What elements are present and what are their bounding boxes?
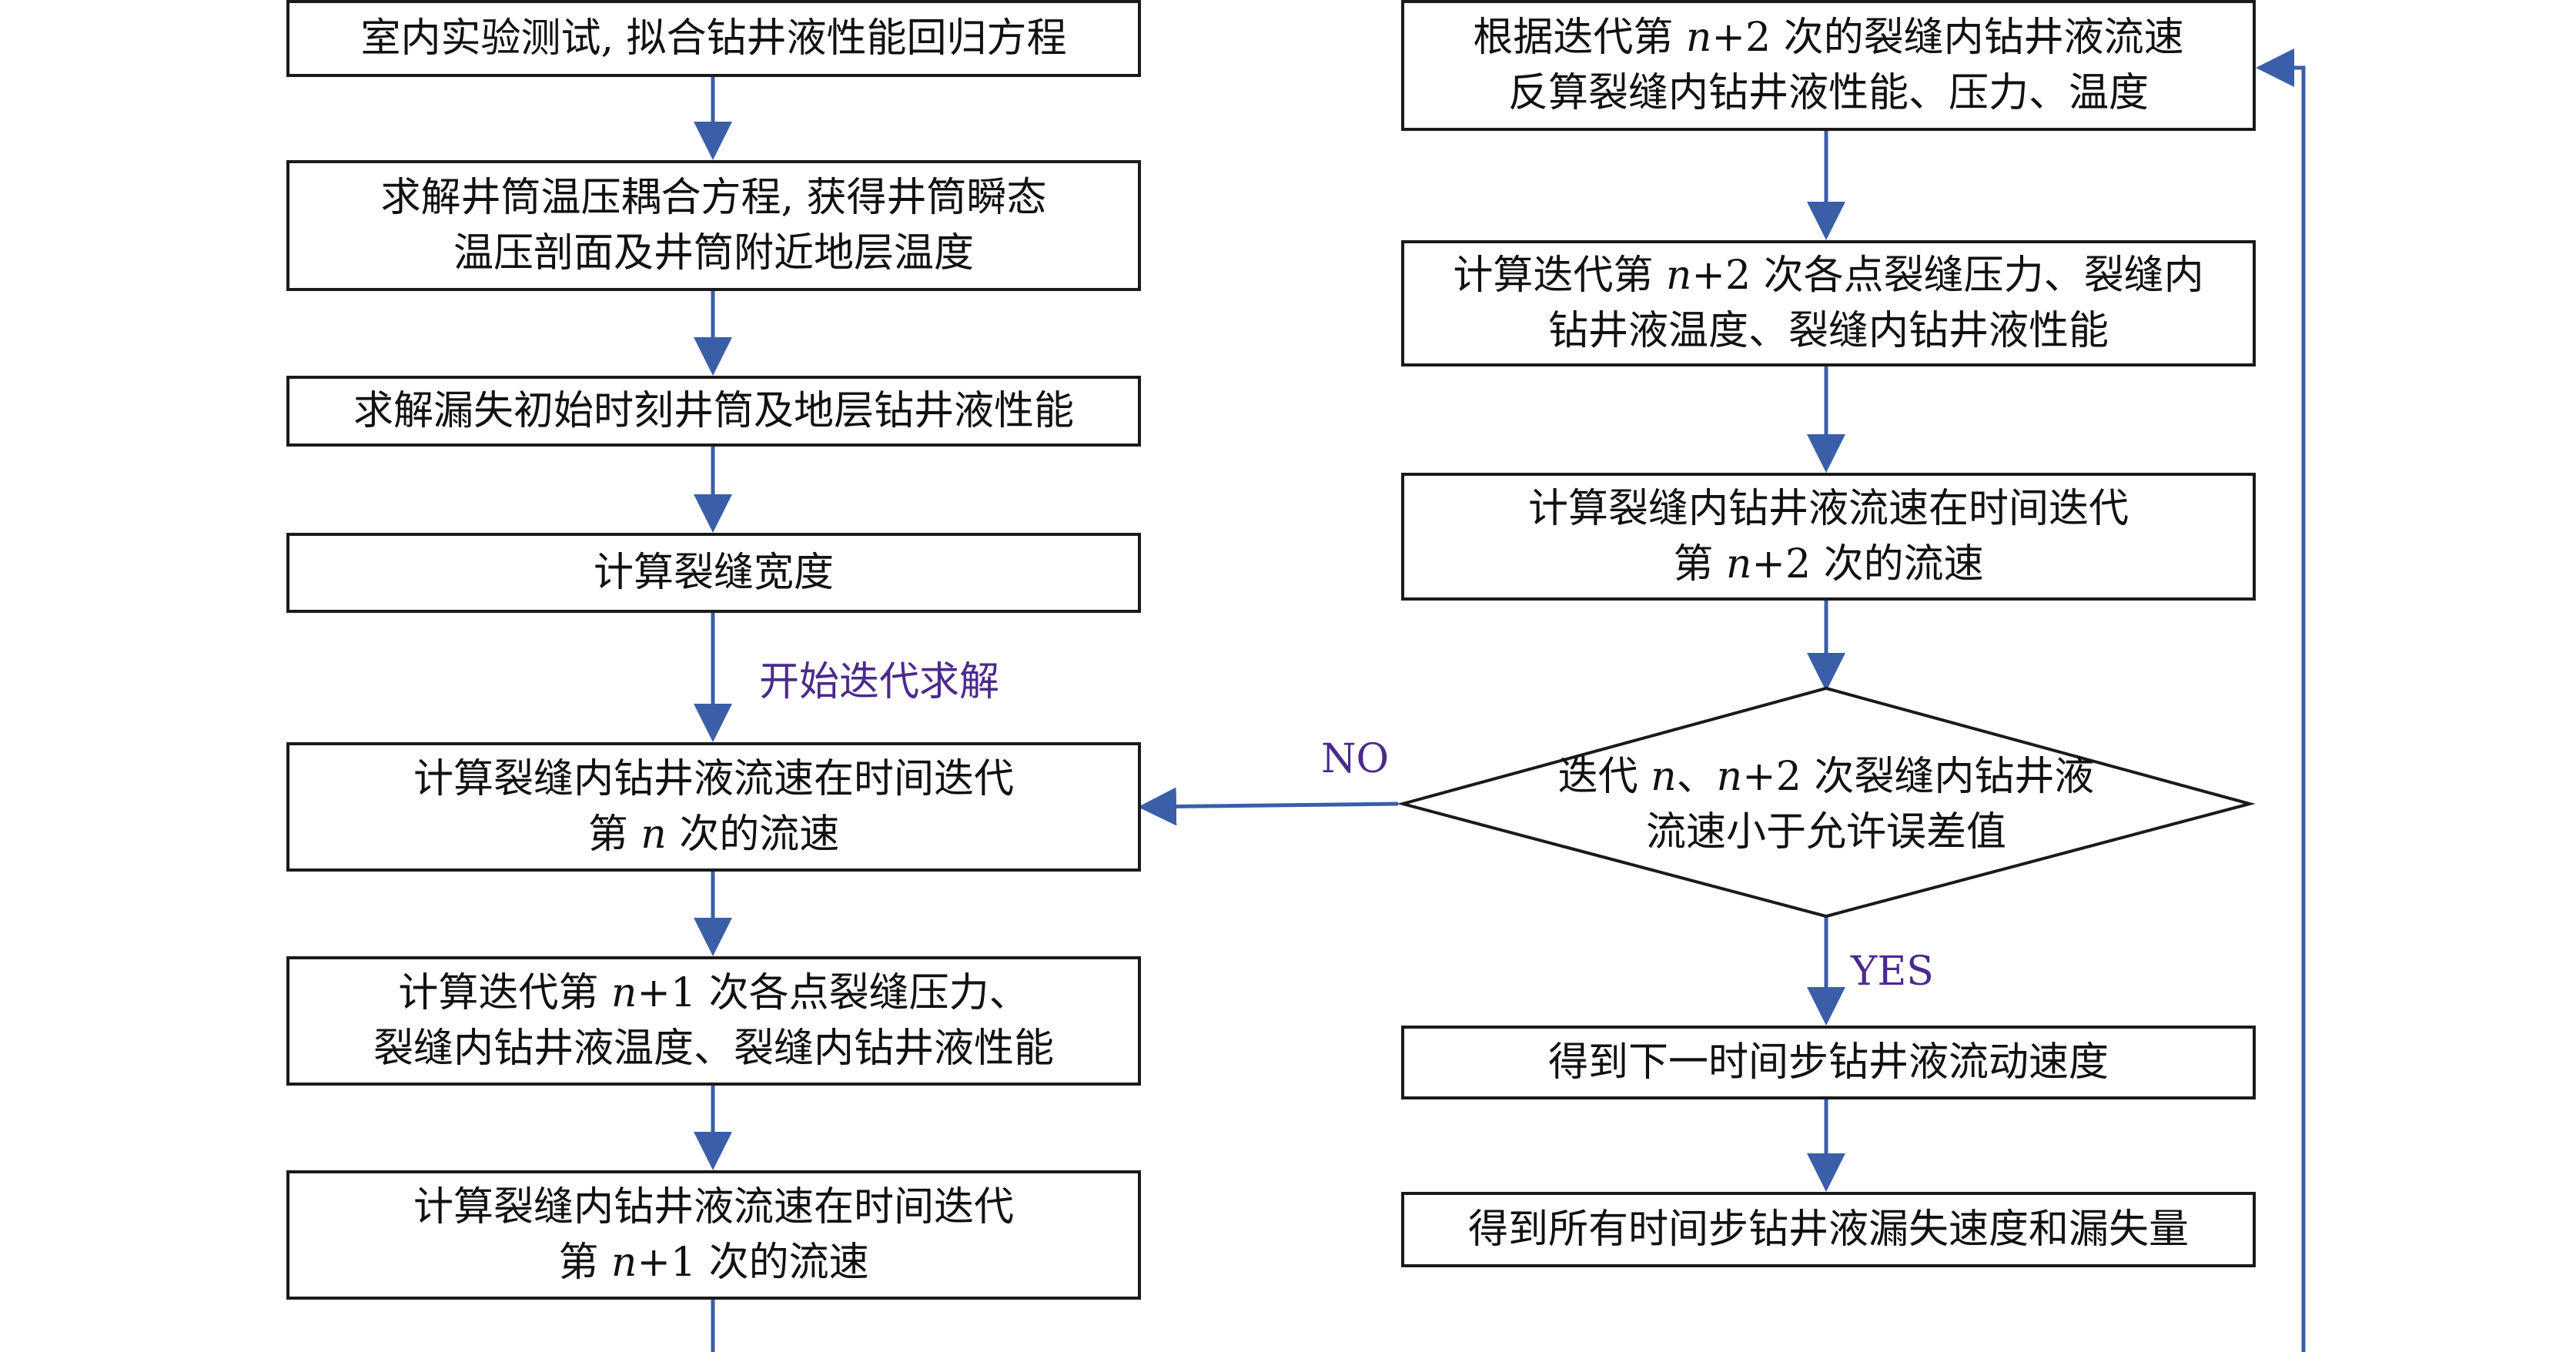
step-pressure-n1: 计算迭代第 n+1 次各点裂缝压力、 裂缝内钻井液温度、裂缝内钻井液性能 bbox=[286, 956, 1141, 1086]
step-initial-properties: 求解漏失初始时刻井筒及地层钻井液性能 bbox=[286, 376, 1141, 447]
step-wellbore-coupling-line1: 求解井筒温压耦合方程, 获得井筒瞬态 bbox=[380, 175, 1047, 221]
step-backcalc-n2: 根据迭代第 n+2 次的裂缝内钻井液流速 反算裂缝内钻井液性能、压力、温度 bbox=[1401, 0, 2256, 131]
decision-line1: 迭代 n、n+2 次裂缝内钻井液 bbox=[1557, 754, 2095, 800]
step-velocity-n2-line2: 第 n+2 次的流速 bbox=[1673, 541, 1984, 587]
arrow-decision-no bbox=[1138, 787, 1399, 826]
step-pressure-n2-line1: 计算迭代第 n+2 次各点裂缝压力、裂缝内 bbox=[1453, 253, 2204, 299]
iterate-start-label: 开始迭代求解 bbox=[759, 659, 1000, 705]
no-label: NO bbox=[1321, 736, 1390, 782]
step-next-timestep-text: 得到下一时间步钻井液流动速度 bbox=[1547, 1039, 2109, 1086]
step-wellbore-coupling-line2: 温压剖面及井筒附近地层温度 bbox=[453, 230, 974, 276]
step-fracture-width: 计算裂缝宽度 bbox=[286, 533, 1141, 613]
step-initial-properties-text: 求解漏失初始时刻井筒及地层钻井液性能 bbox=[353, 388, 1074, 434]
step-velocity-n-line2: 第 n 次的流速 bbox=[587, 812, 840, 858]
yes-label: YES bbox=[1851, 949, 1934, 995]
decision-line2: 流速小于允许误差值 bbox=[1645, 809, 2006, 855]
step-pressure-n2: 计算迭代第 n+2 次各点裂缝压力、裂缝内 钻井液温度、裂缝内钻井液性能 bbox=[1401, 240, 2256, 366]
step-fit-regression-text: 室内实验测试, 拟合钻井液性能回归方程 bbox=[360, 15, 1067, 62]
step-velocity-n1-line2: 第 n+1 次的流速 bbox=[558, 1240, 869, 1286]
arrow-loop-to-right-top bbox=[711, 49, 2306, 1352]
step-backcalc-n2-line2: 反算裂缝内钻井液性能、压力、温度 bbox=[1507, 70, 2149, 116]
step-pressure-n1-line2: 裂缝内钻井液温度、裂缝内钻井液性能 bbox=[373, 1026, 1054, 1072]
step-pressure-n2-line2: 钻井液温度、裂缝内钻井液性能 bbox=[1547, 308, 2109, 354]
step-pressure-n1-line1: 计算迭代第 n+1 次各点裂缝压力、 bbox=[398, 970, 1029, 1016]
step-wellbore-coupling: 求解井筒温压耦合方程, 获得井筒瞬态 温压剖面及井筒附近地层温度 bbox=[286, 160, 1141, 291]
step-backcalc-n2-line1: 根据迭代第 n+2 次的裂缝内钻井液流速 bbox=[1473, 15, 2184, 61]
step-velocity-n1: 计算裂缝内钻井液流速在时间迭代 第 n+1 次的流速 bbox=[286, 1170, 1141, 1300]
step-fracture-width-text: 计算裂缝宽度 bbox=[593, 550, 834, 596]
step-next-timestep: 得到下一时间步钻井液流动速度 bbox=[1401, 1026, 2256, 1099]
decision-diamond bbox=[1397, 686, 2256, 919]
step-velocity-n2: 计算裂缝内钻井液流速在时间迭代 第 n+2 次的流速 bbox=[1401, 473, 2256, 601]
step-all-timesteps: 得到所有时间步钻井液漏失速度和漏失量 bbox=[1401, 1192, 2256, 1267]
step-velocity-n1-line1: 计算裂缝内钻井液流速在时间迭代 bbox=[413, 1184, 1014, 1230]
step-velocity-n-line1: 计算裂缝内钻井液流速在时间迭代 bbox=[413, 756, 1014, 802]
step-velocity-n2-line1: 计算裂缝内钻井液流速在时间迭代 bbox=[1527, 486, 2129, 532]
step-fit-regression: 室内实验测试, 拟合钻井液性能回归方程 bbox=[286, 0, 1141, 77]
step-all-timesteps-text: 得到所有时间步钻井液漏失速度和漏失量 bbox=[1467, 1206, 2189, 1253]
decision-text: 迭代 n、n+2 次裂缝内钻井液 流速小于允许误差值 bbox=[1480, 747, 2173, 862]
step-velocity-n: 计算裂缝内钻井液流速在时间迭代 第 n 次的流速 bbox=[286, 742, 1141, 872]
